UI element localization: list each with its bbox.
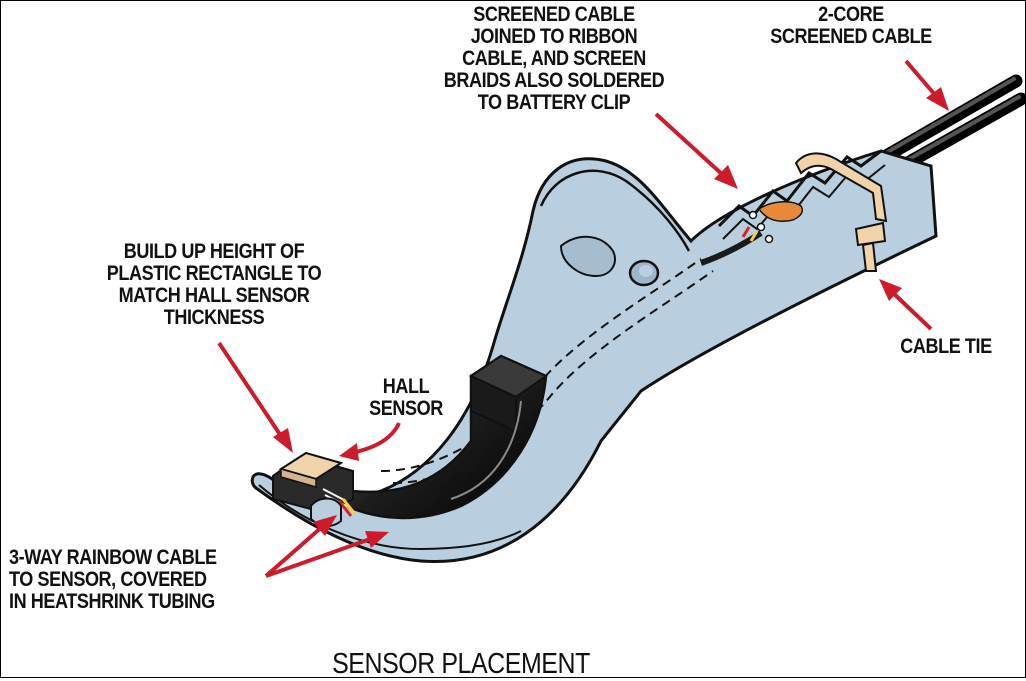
label-line: MATCH HALL SENSOR [118,284,310,307]
annotation-arrows [217,59,949,578]
label-line: SCREENED CABLE [473,3,635,26]
cable-joint [700,201,803,266]
label-two-core-cable: 2-CORE SCREENED CABLE [756,4,945,48]
arrow-screened-cable [654,112,738,189]
label-rainbow-cable: 3-WAY RAINBOW CABLE TO SENSOR, COVERED I… [9,547,250,613]
label-line: TO SENSOR, COVERED [9,568,207,591]
label-line: JOINED TO RIBBON [470,25,638,48]
label-line: SENSOR [369,397,443,420]
arrow-build-up [217,341,293,453]
label-line: HALL [382,375,430,398]
label-line: 3-WAY RAINBOW CABLE [9,546,217,569]
hall-sensor-assembly [272,451,357,527]
label-line: CABLE, AND SCREEN [462,47,646,70]
label-line: BRAIDS ALSO SOLDERED [443,69,665,92]
label-line: CABLE TIE [900,335,992,358]
label-line: PLASTIC RECTANGLE TO [106,262,322,285]
magnet-rail [344,354,549,520]
arrow-two-core [904,59,949,111]
arrow-rainbow-cable [264,515,389,578]
label-line: IN HEATSHRINK TUBING [9,590,215,613]
cable-tie [794,152,888,272]
arrow-hall-sensor [339,422,401,461]
label-line: BUILD UP HEIGHT OF [123,240,305,263]
label-screened-cable: SCREENED CABLE JOINED TO RIBBON CABLE, A… [429,4,678,114]
label-hall-sensor: HALL SENSOR [359,376,454,420]
label-line: SCREENED CABLE [770,25,932,48]
arrow-cable-tie [879,279,933,331]
bracket-body [250,149,938,564]
label-cable-tie: CABLE TIE [890,336,1002,358]
figure-caption: SENSOR PLACEMENT [332,648,590,680]
label-line: THICKNESS [163,306,265,329]
label-line: TO BATTERY CLIP [477,91,631,114]
label-line: 2-CORE [818,3,884,26]
label-build-up-height: BUILD UP HEIGHT OF PLASTIC RECTANGLE TO … [98,241,330,329]
